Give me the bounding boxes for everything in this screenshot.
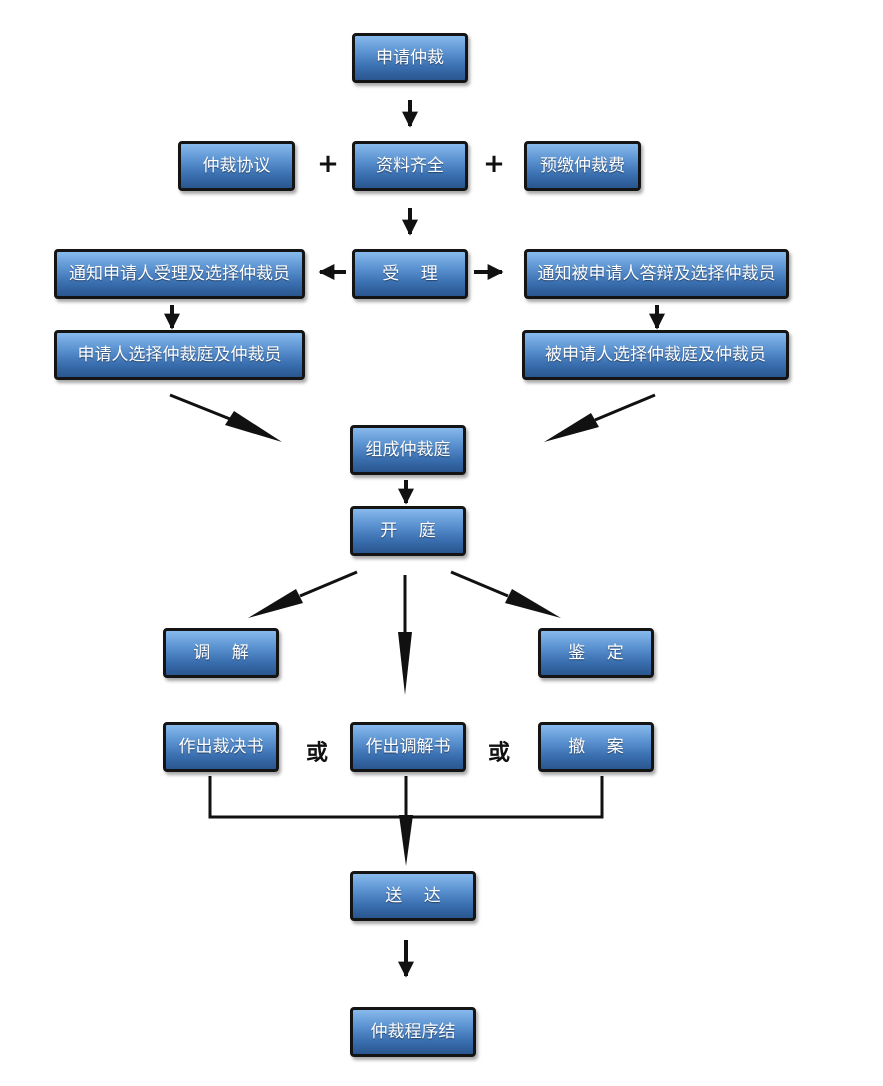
arrowhead-hearing-to-mediation-doc: [398, 632, 412, 695]
arrow-respondent-select-to-form: [594, 393, 656, 422]
node-accept: 受 理: [352, 249, 468, 299]
node-notify-respondent: 通知被申请人答辩及选择仲裁员: [524, 249, 789, 299]
arrowhead-hearing-to-appraisal: [505, 589, 561, 618]
node-mediation-doc: 作出调解书: [350, 722, 466, 772]
or-sign-right: 或: [487, 741, 510, 766]
node-form-tribunal: 组成仲裁庭: [350, 425, 466, 475]
node-withdraw: 撤 案: [538, 722, 654, 772]
node-service: 送 达: [350, 871, 476, 921]
arrowhead-respondent-select-to-form: [544, 413, 599, 442]
node-hearing: 开 庭: [350, 506, 466, 556]
node-applicant-select: 申请人选择仲裁庭及仲裁员: [54, 330, 305, 380]
node-respondent-select: 被申请人选择仲裁庭及仲裁员: [522, 330, 789, 380]
node-apply: 申请仲裁: [352, 33, 468, 83]
node-agreement: 仲裁协议: [178, 141, 295, 191]
node-mediation: 调 解: [163, 628, 279, 678]
node-award: 作出裁决书: [163, 722, 279, 772]
arrow-hearing-to-mediation: [299, 570, 358, 598]
node-appraisal: 鉴 定: [538, 628, 654, 678]
node-notify-applicant: 通知申请人受理及选择仲裁员: [54, 249, 305, 299]
plus-sign-right: +: [483, 149, 505, 179]
arrowhead-outcomes-to-service: [399, 815, 413, 866]
node-prepay: 预缴仲裁费: [524, 141, 641, 191]
node-end: 仲裁程序结: [350, 1007, 476, 1057]
arrow-hearing-to-appraisal: [450, 570, 509, 598]
arrowhead-hearing-to-mediation: [248, 589, 303, 618]
arrowhead-applicant-select-to-form: [225, 411, 282, 442]
or-sign-left: 或: [305, 741, 328, 766]
node-materials: 资料齐全: [352, 141, 468, 191]
arrow-applicant-select-to-form: [169, 393, 231, 421]
plus-sign-left: +: [317, 149, 339, 179]
